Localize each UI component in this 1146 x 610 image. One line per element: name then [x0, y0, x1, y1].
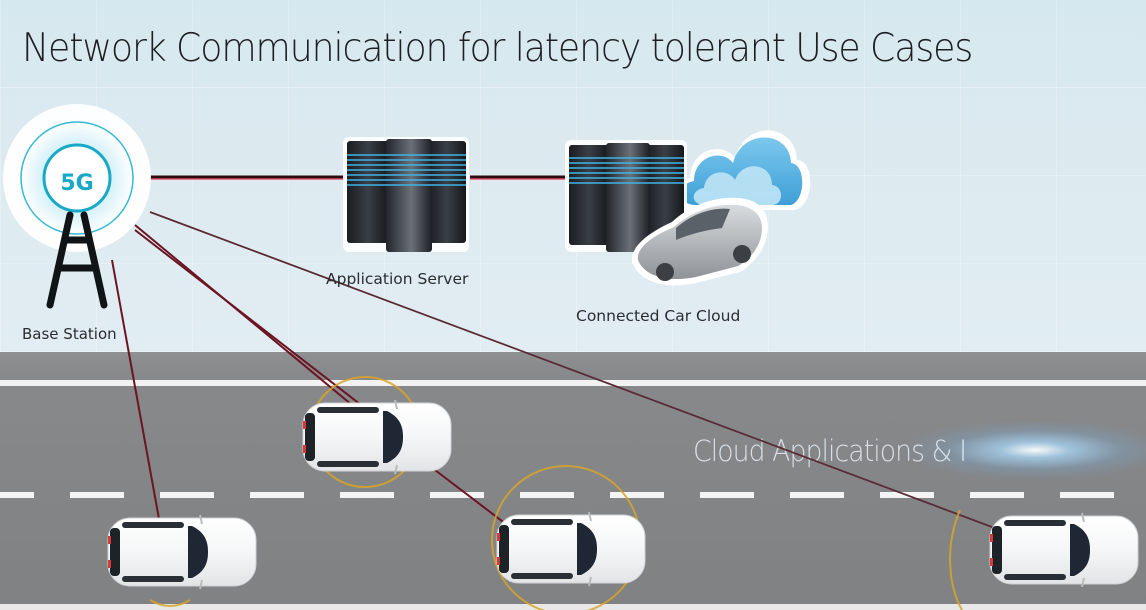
- connected-car-cloud-label: Connected Car Cloud: [576, 307, 740, 325]
- car-part: [992, 526, 1002, 574]
- vehicle-car-2[interactable]: [107, 514, 257, 590]
- radio-links: [111, 211, 1001, 553]
- car-part: [199, 579, 203, 590]
- signal-ring-inner: [42, 143, 112, 213]
- car-part: [188, 526, 208, 578]
- connected-car-cloud[interactable]: [565, 130, 811, 286]
- radio-link-car-2: [111, 259, 166, 553]
- car-part: [497, 533, 500, 541]
- car-part: [496, 514, 646, 584]
- car-part: [394, 399, 398, 410]
- lane-dash: [340, 492, 394, 498]
- server-rack-icon: [343, 137, 469, 252]
- lens-flare: [900, 420, 1146, 480]
- car-part: [107, 517, 257, 587]
- car-part: [317, 461, 379, 467]
- lane-dash: [1060, 492, 1114, 498]
- server-rack-icon: [565, 140, 687, 252]
- car-part: [303, 445, 306, 453]
- car-part: [1070, 524, 1090, 576]
- car-part: [497, 557, 500, 565]
- vehicle-car-4[interactable]: [989, 512, 1139, 588]
- car-part: [302, 402, 452, 472]
- signal-ring-car-2: [149, 599, 191, 607]
- connected-car-icon: [631, 197, 768, 286]
- lane-dash: [520, 492, 574, 498]
- car-part: [588, 511, 592, 522]
- car-part: [1081, 577, 1085, 588]
- car-part: [990, 534, 993, 542]
- application-server-label: Application Server: [326, 270, 469, 288]
- car-part: [577, 523, 597, 575]
- cell-tower-icon: [46, 211, 108, 309]
- car-part: [511, 573, 573, 579]
- car-part: [110, 528, 120, 576]
- lane-divider: [0, 492, 1146, 499]
- application-server[interactable]: [343, 137, 469, 252]
- lane-dash: [430, 492, 484, 498]
- car-part: [989, 515, 1139, 585]
- vehicle-car-3[interactable]: [496, 511, 646, 587]
- backhaul-link-base-to-server: [150, 175, 345, 180]
- car-part: [511, 519, 573, 525]
- backhaul-link-server-to-cloud: [470, 175, 568, 180]
- car-part: [1004, 574, 1066, 580]
- car-part: [1081, 512, 1085, 523]
- radio-link-car-1b: [134, 229, 366, 409]
- vehicle-car-1[interactable]: [302, 399, 452, 475]
- lane-dash: [160, 492, 214, 498]
- lane-dash: [70, 492, 124, 498]
- lane-dash: [700, 492, 754, 498]
- lane-dash: [610, 492, 664, 498]
- car-part: [317, 407, 379, 413]
- road-edge-line: [0, 380, 1146, 386]
- signal-ring-car-4: [949, 509, 963, 610]
- base-station-label: Base Station: [22, 325, 117, 343]
- car-part: [499, 525, 509, 573]
- car-part: [122, 576, 184, 582]
- car-part: [305, 413, 315, 461]
- radio-link-car-4: [149, 211, 1001, 531]
- base-station[interactable]: 5G: [3, 104, 151, 309]
- car-part: [199, 514, 203, 525]
- overlay-caption: Cloud Applications & I: [693, 434, 967, 468]
- 5g-badge: 5G: [60, 171, 93, 196]
- car-part: [588, 576, 592, 587]
- page-title: Network Communication for latency tolera…: [22, 26, 973, 71]
- car-part: [394, 464, 398, 475]
- lane-dash: [0, 492, 34, 498]
- car-part: [383, 411, 403, 463]
- lane-dash: [250, 492, 304, 498]
- lane-dash: [790, 492, 844, 498]
- road-bottom-edge: [0, 604, 1146, 610]
- car-part: [108, 536, 111, 544]
- cloud-icon: [674, 130, 811, 210]
- car-part: [122, 522, 184, 528]
- car-part: [1004, 520, 1066, 526]
- car-part: [990, 558, 993, 566]
- car-part: [108, 560, 111, 568]
- car-part: [303, 421, 306, 429]
- lane-dash: [970, 492, 1024, 498]
